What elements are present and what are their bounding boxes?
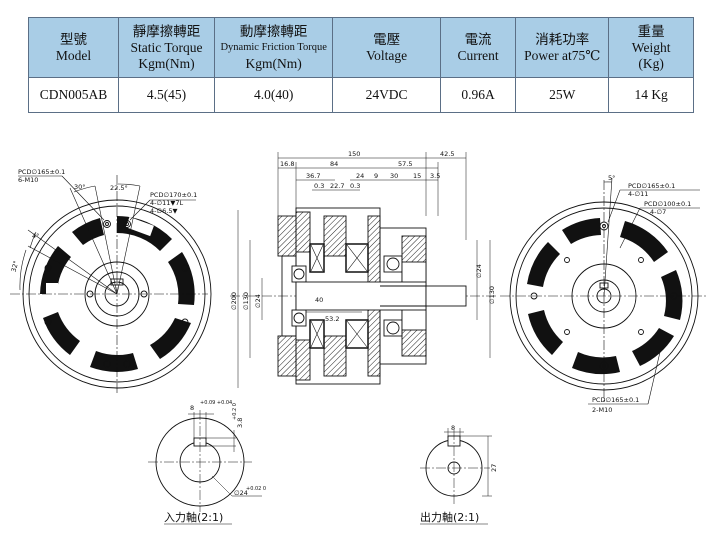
dim-57-5: 57.5: [398, 160, 412, 168]
left-holes-65-label: 4-∅6.5▼: [150, 207, 177, 215]
right-front-view: [500, 177, 708, 405]
dim-30: 30: [390, 172, 398, 180]
right-pcd165b-label: PCD∅165±0.1: [592, 396, 639, 404]
cell-static-torque: 4.5(45): [117, 77, 216, 113]
dim-42-5: 42.5: [440, 150, 454, 158]
dim-84: 84: [330, 160, 338, 168]
cell-weight: 14 Kg: [608, 77, 694, 113]
dim-dia-130-right: ∅130: [488, 286, 496, 304]
right-holes-7-label: 4-∅7: [650, 208, 666, 216]
input-key-depth: 3.8: [236, 418, 244, 428]
dim-dia-130: ∅130: [242, 292, 250, 310]
cell-voltage: 24VDC: [332, 77, 441, 113]
dim-dia-200: ∅200: [230, 292, 238, 310]
cell-model: CDN005AB: [28, 77, 119, 113]
dim-53-2: 53.2: [325, 315, 339, 323]
dim-0-3-b: 0.3: [350, 182, 360, 190]
input-shaft-detail: [148, 410, 262, 525]
left-angle-32: 32°: [10, 260, 21, 273]
left-pcd170-label: PCD∅170±0.1: [150, 191, 197, 199]
output-height: 27: [490, 464, 498, 472]
left-angle-30: 30°: [74, 183, 86, 191]
left-angle-225: 22.5°: [110, 184, 128, 192]
dim-0-3-a: 0.3: [314, 182, 324, 190]
cell-power: 25W: [515, 77, 610, 113]
dim-dia-24: ∅24: [254, 294, 262, 308]
output-key-width: 8: [451, 424, 455, 432]
input-bore: ∅24: [234, 489, 248, 497]
output-shaft-detail: [420, 428, 492, 525]
cell-current: 0.96A: [439, 77, 517, 113]
right-angle-5: 5°: [608, 174, 615, 182]
output-shaft-caption: 出力軸(2:1): [420, 510, 479, 524]
dim-24: 24: [356, 172, 364, 180]
cell-dynamic-torque: 4.0(40): [214, 77, 334, 113]
dim-22-7: 22.7: [330, 182, 344, 190]
dim-16-8: 16.8: [280, 160, 294, 168]
left-front-view: [10, 175, 212, 395]
dim-36-7: 36.7: [306, 172, 320, 180]
dim-3-5: 3.5: [430, 172, 440, 180]
left-angle-4: 4°: [32, 232, 39, 240]
section-dimensions: [237, 152, 491, 388]
spec-table-row: CDN005AB 4.5(45) 4.0(40) 24VDC 0.96A 25W…: [28, 77, 694, 113]
left-pcd165-label: PCD∅165±0.1: [18, 168, 65, 176]
left-bolt-holes: [44, 220, 189, 368]
input-bore-tol: +0.02 0: [246, 486, 266, 492]
dim-40: 40: [315, 296, 323, 304]
input-shaft-caption: 入力軸(2:1): [164, 510, 223, 524]
section-view: [230, 152, 498, 388]
right-pcd165-label: PCD∅165±0.1: [628, 182, 675, 190]
left-holes-11-label: 4-∅11▼7L: [150, 199, 184, 207]
right-coil-segments: [527, 218, 683, 375]
input-key-tol: +0.09 +0.04: [200, 400, 232, 406]
left-coil-segments: [40, 216, 195, 372]
dim-9: 9: [374, 172, 378, 180]
left-holes-m10-label: 6-M10: [18, 176, 38, 184]
dim-dia-24-right: ∅24: [475, 264, 483, 278]
input-key-width: 8: [190, 404, 194, 412]
right-holes-m10-label: 2-M10: [592, 406, 612, 414]
dim-15: 15: [413, 172, 421, 180]
input-key-depth-tol: +0.2 0: [232, 403, 238, 420]
right-holes-11-label: 4-∅11: [628, 190, 648, 198]
right-pcd100-label: PCD∅100±0.1: [644, 200, 691, 208]
dim-150: 150: [348, 150, 360, 158]
